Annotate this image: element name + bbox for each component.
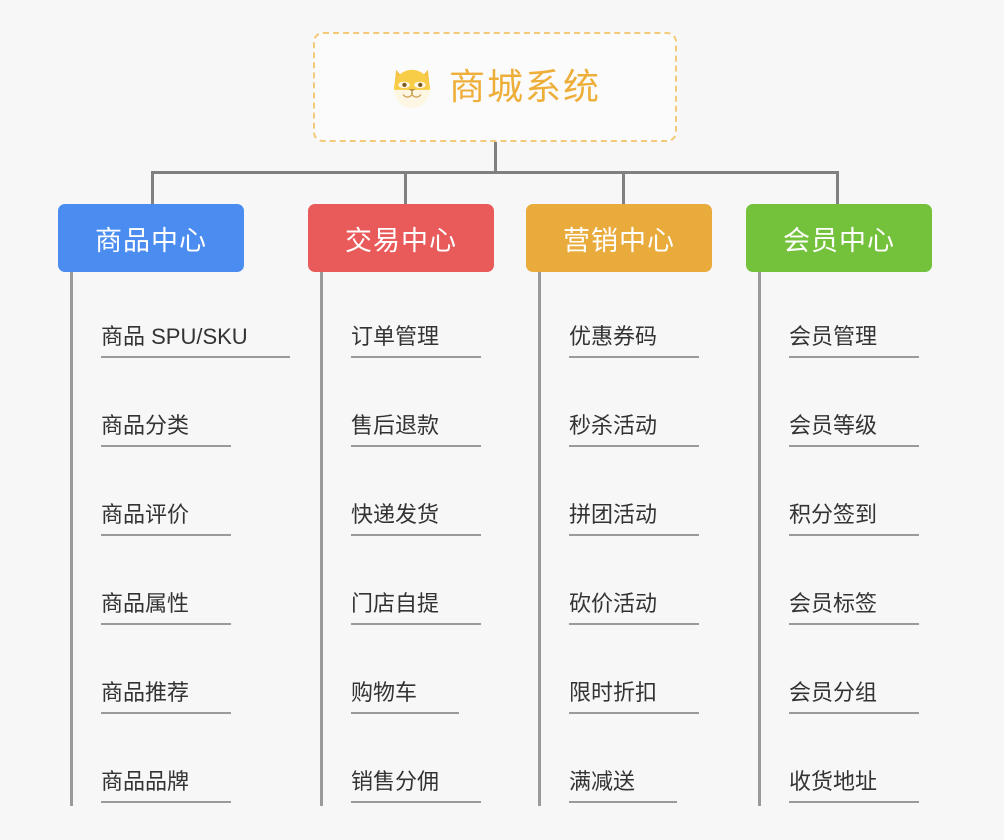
list-item-label: 会员管理 [789,324,920,358]
shiba-dog-icon [389,64,435,110]
list-item[interactable]: 拼团活动 [541,450,712,539]
connector-bus [151,171,839,174]
list-item[interactable]: 销售分佣 [323,717,494,806]
list-item-label: 积分签到 [789,502,920,536]
list-item-label: 砍价活动 [569,591,700,625]
connector-drop-trade-center [404,171,407,205]
list-item[interactable]: 会员标签 [761,539,932,628]
connector-drop-member-center [836,171,839,205]
category-header-marketing-center[interactable]: 营销中心 [526,204,712,272]
leaf-list-marketing-center: 优惠券码 秒杀活动 拼团活动 砍价活动 限时折扣 满减送 [538,272,712,806]
list-item[interactable]: 会员等级 [761,361,932,450]
list-item-label: 快递发货 [351,502,482,536]
branch-marketing-center: 营销中心 优惠券码 秒杀活动 拼团活动 砍价活动 限时折扣 满减送 [526,204,712,806]
list-item-label: 商品属性 [101,591,232,625]
list-item-label: 销售分佣 [351,769,482,803]
list-item[interactable]: 商品评价 [73,450,244,539]
list-item[interactable]: 会员管理 [761,272,932,361]
leaf-list-member-center: 会员管理 会员等级 积分签到 会员标签 会员分组 收货地址 [758,272,932,806]
list-item-label: 秒杀活动 [569,413,700,447]
list-item-label: 购物车 [351,680,460,714]
list-item[interactable]: 快递发货 [323,450,494,539]
list-item-label: 订单管理 [351,324,482,358]
list-item[interactable]: 商品 SPU/SKU [73,272,290,361]
list-item[interactable]: 砍价活动 [541,539,712,628]
list-item[interactable]: 商品属性 [73,539,244,628]
list-item[interactable]: 优惠券码 [541,272,712,361]
list-item[interactable]: 满减送 [541,717,712,806]
list-item-label: 商品评价 [101,502,232,536]
category-title: 营销中心 [563,225,675,256]
connector-root-stem [494,142,497,173]
connector-drop-marketing-center [622,171,625,205]
list-item[interactable]: 门店自提 [323,539,494,628]
list-item-label: 优惠券码 [569,324,700,358]
root-node[interactable]: 商城系统 [313,32,677,142]
list-item[interactable]: 秒杀活动 [541,361,712,450]
category-title: 会员中心 [783,225,895,256]
list-item[interactable]: 商品分类 [73,361,244,450]
list-item-label: 门店自提 [351,591,482,625]
category-title: 交易中心 [345,225,457,256]
leaf-list-product-center: 商品 SPU/SKU 商品分类 商品评价 商品属性 商品推荐 商品品牌 [70,272,290,806]
list-item[interactable]: 积分签到 [761,450,932,539]
list-item-label: 会员分组 [789,680,920,714]
list-item-label: 拼团活动 [569,502,700,536]
leaf-list-trade-center: 订单管理 售后退款 快递发货 门店自提 购物车 销售分佣 [320,272,494,806]
list-item-label: 商品品牌 [101,769,232,803]
list-item[interactable]: 会员分组 [761,628,932,717]
list-item[interactable]: 订单管理 [323,272,494,361]
branch-member-center: 会员中心 会员管理 会员等级 积分签到 会员标签 会员分组 收货地址 [746,204,932,806]
list-item-label: 会员等级 [789,413,920,447]
category-title: 商品中心 [95,225,207,256]
list-item[interactable]: 限时折扣 [541,628,712,717]
list-item-label: 限时折扣 [569,680,700,714]
branch-trade-center: 交易中心 订单管理 售后退款 快递发货 门店自提 购物车 销售分佣 [308,204,494,806]
list-item[interactable]: 收货地址 [761,717,932,806]
category-header-member-center[interactable]: 会员中心 [746,204,932,272]
list-item[interactable]: 售后退款 [323,361,494,450]
root-title: 商城系统 [448,66,601,107]
list-item-label: 售后退款 [351,413,482,447]
list-item-label: 商品分类 [101,413,232,447]
list-item-label: 商品 SPU/SKU [101,324,290,358]
list-item-label: 收货地址 [789,769,920,803]
connector-drop-product-center [151,171,154,205]
category-header-trade-center[interactable]: 交易中心 [308,204,494,272]
list-item[interactable]: 商品推荐 [73,628,244,717]
branch-product-center: 商品中心 商品 SPU/SKU 商品分类 商品评价 商品属性 商品推荐 商品品牌 [58,204,290,806]
list-item[interactable]: 商品品牌 [73,717,244,806]
list-item[interactable]: 购物车 [323,628,494,717]
list-item-label: 商品推荐 [101,680,232,714]
list-item-label: 会员标签 [789,591,920,625]
list-item-label: 满减送 [569,769,678,803]
category-header-product-center[interactable]: 商品中心 [58,204,244,272]
